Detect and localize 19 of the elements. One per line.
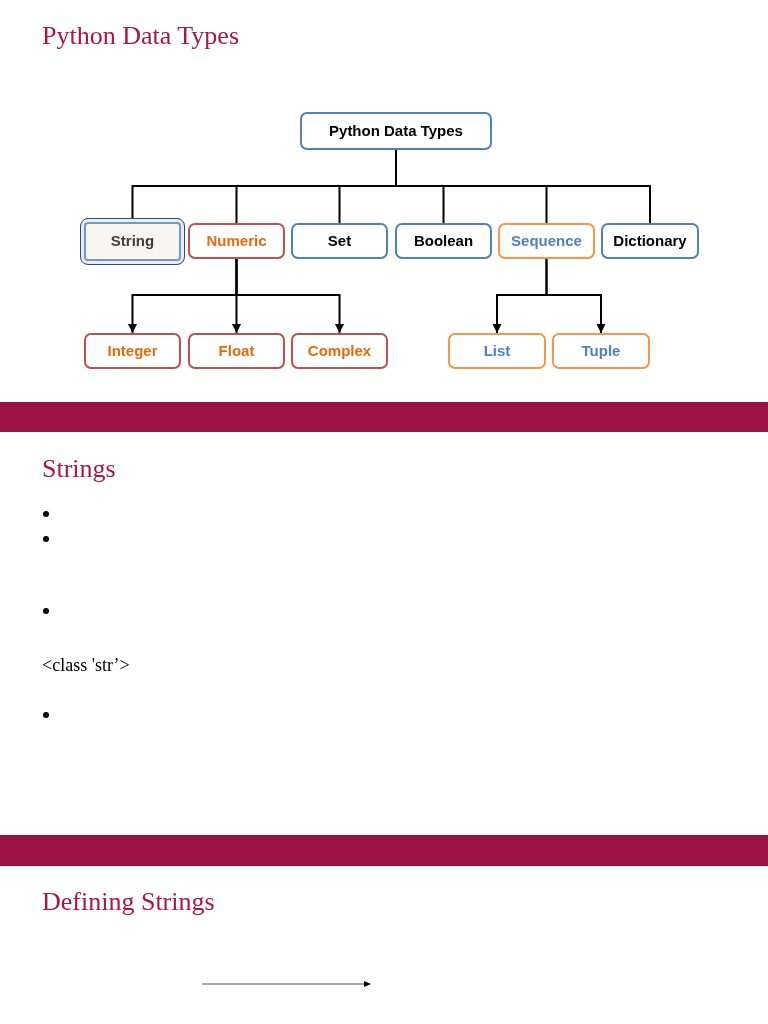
subtype-box: Float	[188, 333, 285, 369]
subtype-box: Integer	[84, 333, 181, 369]
type-box: Boolean	[395, 223, 492, 259]
type-box: Set	[291, 223, 388, 259]
subtype-box: List	[448, 333, 546, 369]
arrow	[235, 258, 344, 334]
slide-title: Defining Strings	[42, 887, 215, 917]
type-box: Sequence	[498, 223, 595, 259]
slide-title: Strings	[42, 454, 116, 484]
subtype-box: Complex	[291, 333, 388, 369]
slide-title: Python Data Types	[42, 21, 240, 51]
root-box: Python Data Types	[300, 112, 492, 150]
arrow	[545, 258, 606, 334]
subtype-box: Tuple	[552, 333, 650, 369]
type-box: Dictionary	[601, 223, 699, 259]
selected-type-box: String	[80, 218, 185, 265]
connector-line	[395, 149, 651, 224]
type-box: Numeric	[188, 223, 285, 259]
output-text: <class 'str’>	[42, 655, 130, 676]
